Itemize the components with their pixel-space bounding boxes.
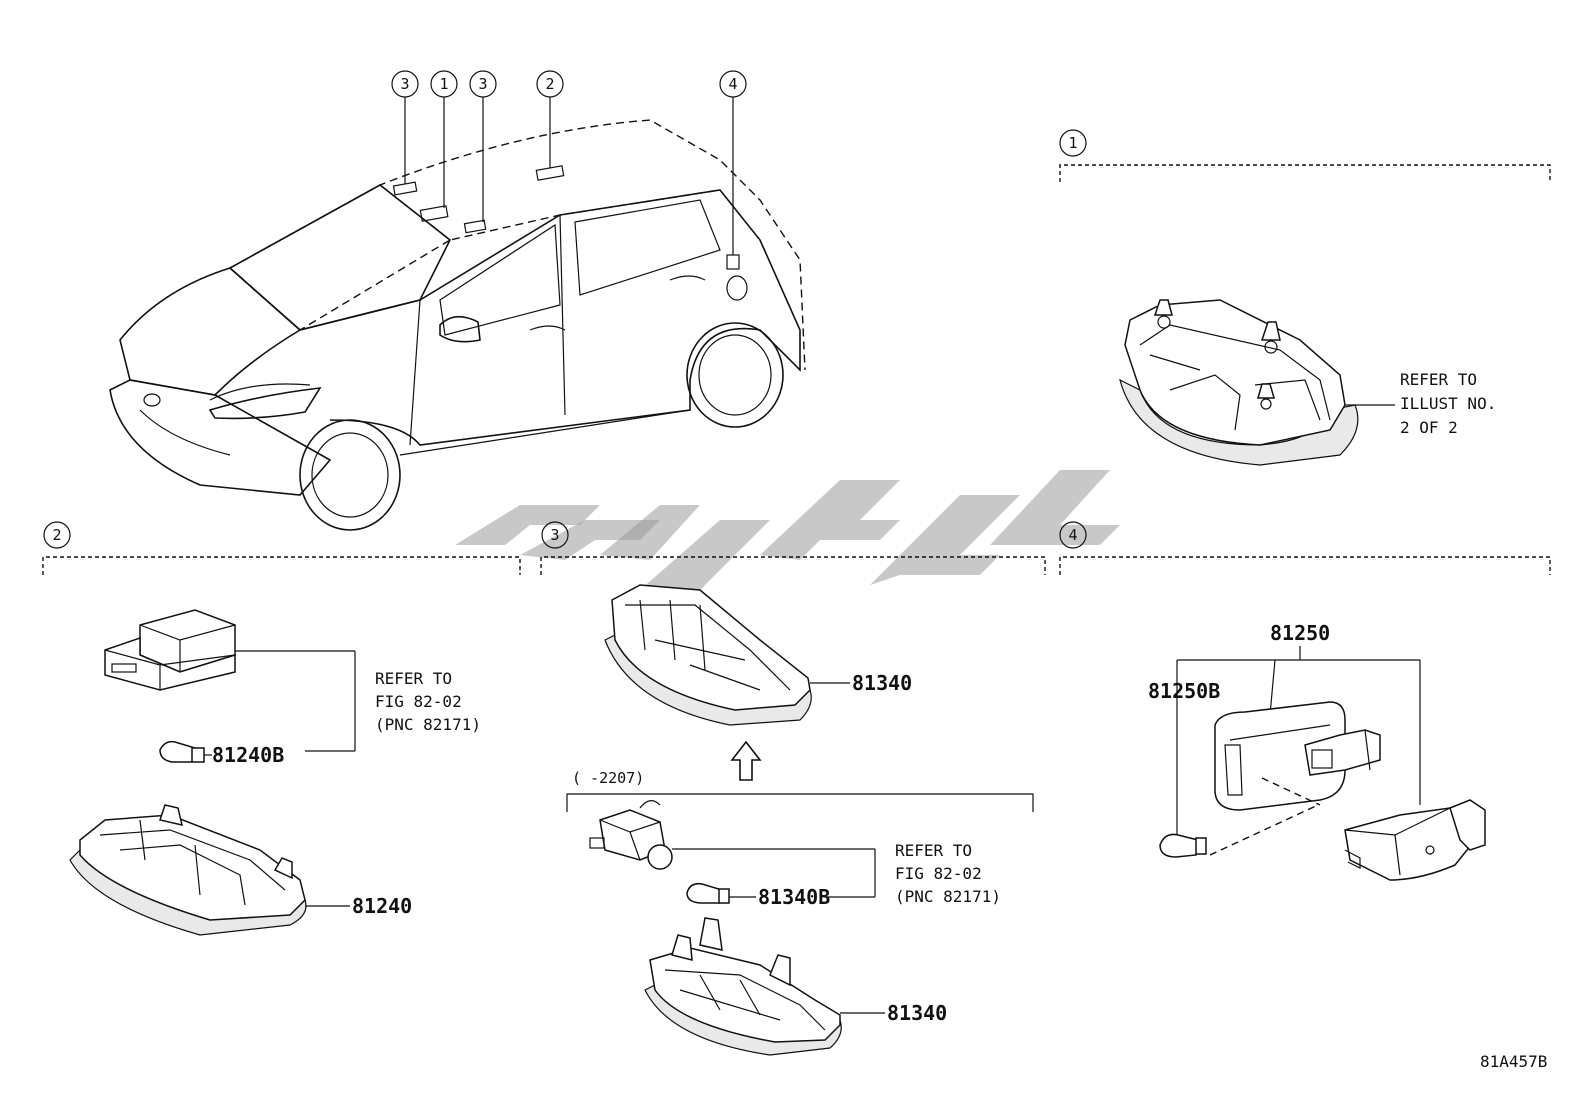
part-81340-lower-label: 81340 bbox=[887, 1001, 947, 1025]
section-1-ref-line1: REFER TO bbox=[1400, 370, 1477, 389]
section-4: 4 81250 81250B bbox=[1059, 521, 1551, 881]
part-81340b-label: 81340B bbox=[758, 885, 830, 909]
section-2-callout: 2 bbox=[52, 526, 61, 544]
callout-top-5-label: 4 bbox=[728, 75, 737, 93]
lamp-housing-drawing bbox=[1344, 799, 1486, 881]
callout-top-5: 4 bbox=[719, 70, 747, 98]
room-lamp-module-drawing bbox=[104, 609, 236, 691]
vehicle-overview-drawing bbox=[109, 97, 806, 531]
section-2-ref-line3: (PNC 82171) bbox=[375, 715, 481, 734]
callout-top-4: 2 bbox=[536, 70, 564, 98]
section-3-callout: 3 bbox=[550, 526, 559, 544]
part-81240-label: 81240 bbox=[352, 894, 412, 918]
part-81240b-label: 81240B bbox=[212, 743, 284, 767]
socket-drawing bbox=[589, 800, 673, 870]
part-81340-upper-label: 81340 bbox=[852, 671, 912, 695]
section-2: 2 81240B REFER TO FIG 82-02 (PNC 82171) bbox=[42, 521, 521, 936]
section-3: 3 81340 ( -2207) bbox=[540, 521, 1046, 1056]
callout-top-2-label: 1 bbox=[439, 75, 448, 93]
illustration-code: 81A457B bbox=[1480, 1052, 1547, 1071]
section-1-callout: 1 bbox=[1068, 134, 1077, 152]
map-lamp-81340-upper-drawing bbox=[604, 584, 812, 726]
section-3-ref-line3: (PNC 82171) bbox=[895, 887, 1001, 906]
section-3-ref-line2: FIG 82-02 bbox=[895, 864, 982, 883]
overhead-console-lamp-drawing bbox=[1119, 299, 1359, 466]
part-81250-label: 81250 bbox=[1270, 621, 1330, 645]
map-lamp-81340-lower-drawing bbox=[644, 917, 842, 1056]
section-2-ref-line2: FIG 82-02 bbox=[375, 692, 462, 711]
section-1-ref-line3: 2 OF 2 bbox=[1400, 418, 1458, 437]
watermark-logo bbox=[455, 470, 1120, 590]
callout-top-4-label: 2 bbox=[545, 75, 554, 93]
section-3-range-label: ( -2207) bbox=[572, 769, 644, 787]
callout-top-1: 3 bbox=[391, 70, 419, 98]
bulb-81240b-drawing bbox=[159, 740, 205, 763]
callout-top-2: 1 bbox=[430, 70, 458, 98]
luggage-lamp-81250-drawing bbox=[1214, 701, 1381, 811]
arrow-up-icon bbox=[730, 740, 762, 781]
bulb-81340b-drawing bbox=[686, 882, 730, 904]
callout-top-3: 3 bbox=[469, 70, 497, 98]
part-81250b-label: 81250B bbox=[1148, 679, 1220, 703]
bulb-81250b-drawing bbox=[1159, 833, 1207, 858]
section-1-ref-line2: ILLUST NO. bbox=[1400, 394, 1496, 413]
section-3-ref-line1: REFER TO bbox=[895, 841, 972, 860]
section-2-ref-line1: REFER TO bbox=[375, 669, 452, 688]
section-1: 1 REFER TO ILLUST NO. 2 OF 2 bbox=[1059, 129, 1551, 466]
section-4-callout: 4 bbox=[1068, 526, 1077, 544]
room-lamp-81240-drawing bbox=[69, 804, 307, 936]
callout-top-1-label: 3 bbox=[400, 75, 409, 93]
callout-top-3-label: 3 bbox=[478, 75, 487, 93]
